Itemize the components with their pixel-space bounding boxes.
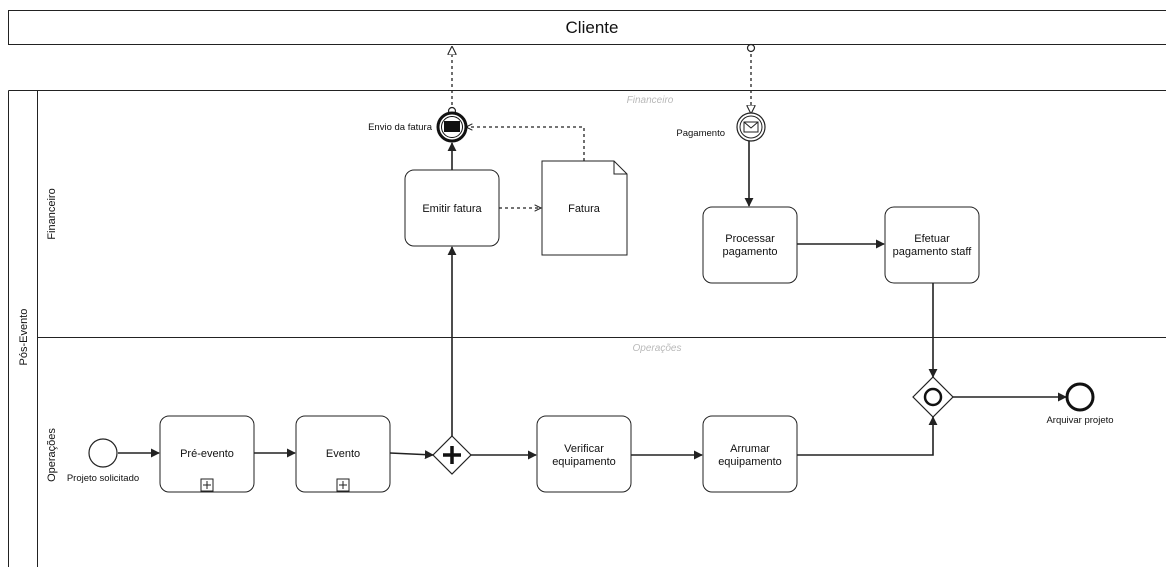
task-processar-pagamento[interactable]: Processar pagamento [702,206,798,284]
lane-financeiro-watermark: Financeiro [627,95,674,106]
flow-arrumar-to-inclusive[interactable] [797,416,938,456]
pagamento-event-label: Pagamento [676,128,725,139]
arrumar-label-line2: equipamento [718,456,782,468]
fatura-label: Fatura [568,203,601,215]
flow-evento-to-gateway[interactable] [389,450,434,460]
lane-financeiro[interactable]: Financeiro Financeiro [37,90,674,338]
association-fatura-to-envio[interactable] [466,127,585,161]
task-verificar-equipamento[interactable]: Verificar equipamento [536,415,632,493]
envelope-icon [743,121,759,133]
emitir-label: Emitir fatura [422,203,482,215]
task-efetuar-pagamento-staff[interactable]: Efetuar pagamento staff [884,206,980,284]
envelope-filled-icon [444,121,460,132]
intermediate-event-envio-da-fatura[interactable]: Envio da fatura [368,111,468,143]
lane-operacoes[interactable]: Operações Operações [46,343,681,482]
pre-evento-label: Pré-evento [180,448,234,460]
page-fold-icon [613,161,627,175]
pool-cliente-label: Cliente [566,18,619,37]
inclusive-gateway[interactable] [912,376,954,418]
end-event-label: Arquivar projeto [1046,415,1113,426]
evento-label: Evento [326,448,360,460]
arrumar-label-line1: Arrumar [730,443,770,455]
pool-pos-evento-label: Pós-Evento [18,309,30,366]
efetuar-label-line1: Efetuar [914,233,950,245]
task-arrumar-equipamento[interactable]: Arrumar equipamento [702,415,798,493]
verificar-label-line1: Verificar [564,443,604,455]
lane-operacoes-watermark: Operações [633,343,682,354]
lane-operacoes-label: Operações [46,428,58,482]
envio-event-label: Envio da fatura [368,122,433,133]
processar-label-line1: Processar [725,233,775,245]
message-flows [449,43,756,116]
data-associations [466,127,585,208]
sequence-flows [118,141,1067,460]
end-event-arquivar-projeto[interactable]: Arquivar projeto [1046,382,1114,426]
subprocess-evento[interactable]: Evento [295,415,391,493]
verificar-label-line2: equipamento [552,456,616,468]
subprocess-expand-icon[interactable] [200,478,214,492]
start-event-label: Projeto solicitado [67,473,139,484]
subprocess-pre-evento[interactable]: Pré-evento [159,415,255,493]
pool-cliente[interactable]: Cliente [8,10,1166,45]
subprocess-expand-icon[interactable] [336,478,350,492]
start-event-projeto-solicitado[interactable]: Projeto solicitado [67,438,139,484]
data-object-fatura[interactable]: Fatura [541,160,628,256]
task-emitir-fatura[interactable]: Emitir fatura [404,169,500,247]
plus-icon [443,446,461,464]
circle-icon [923,387,943,407]
efetuar-label-line2: pagamento staff [893,246,973,258]
processar-label-line2: pagamento [722,246,777,258]
intermediate-event-pagamento[interactable]: Pagamento [676,112,766,142]
message-flow-cliente-origin [746,43,756,53]
lane-financeiro-label: Financeiro [46,188,58,239]
parallel-gateway[interactable] [432,435,472,475]
